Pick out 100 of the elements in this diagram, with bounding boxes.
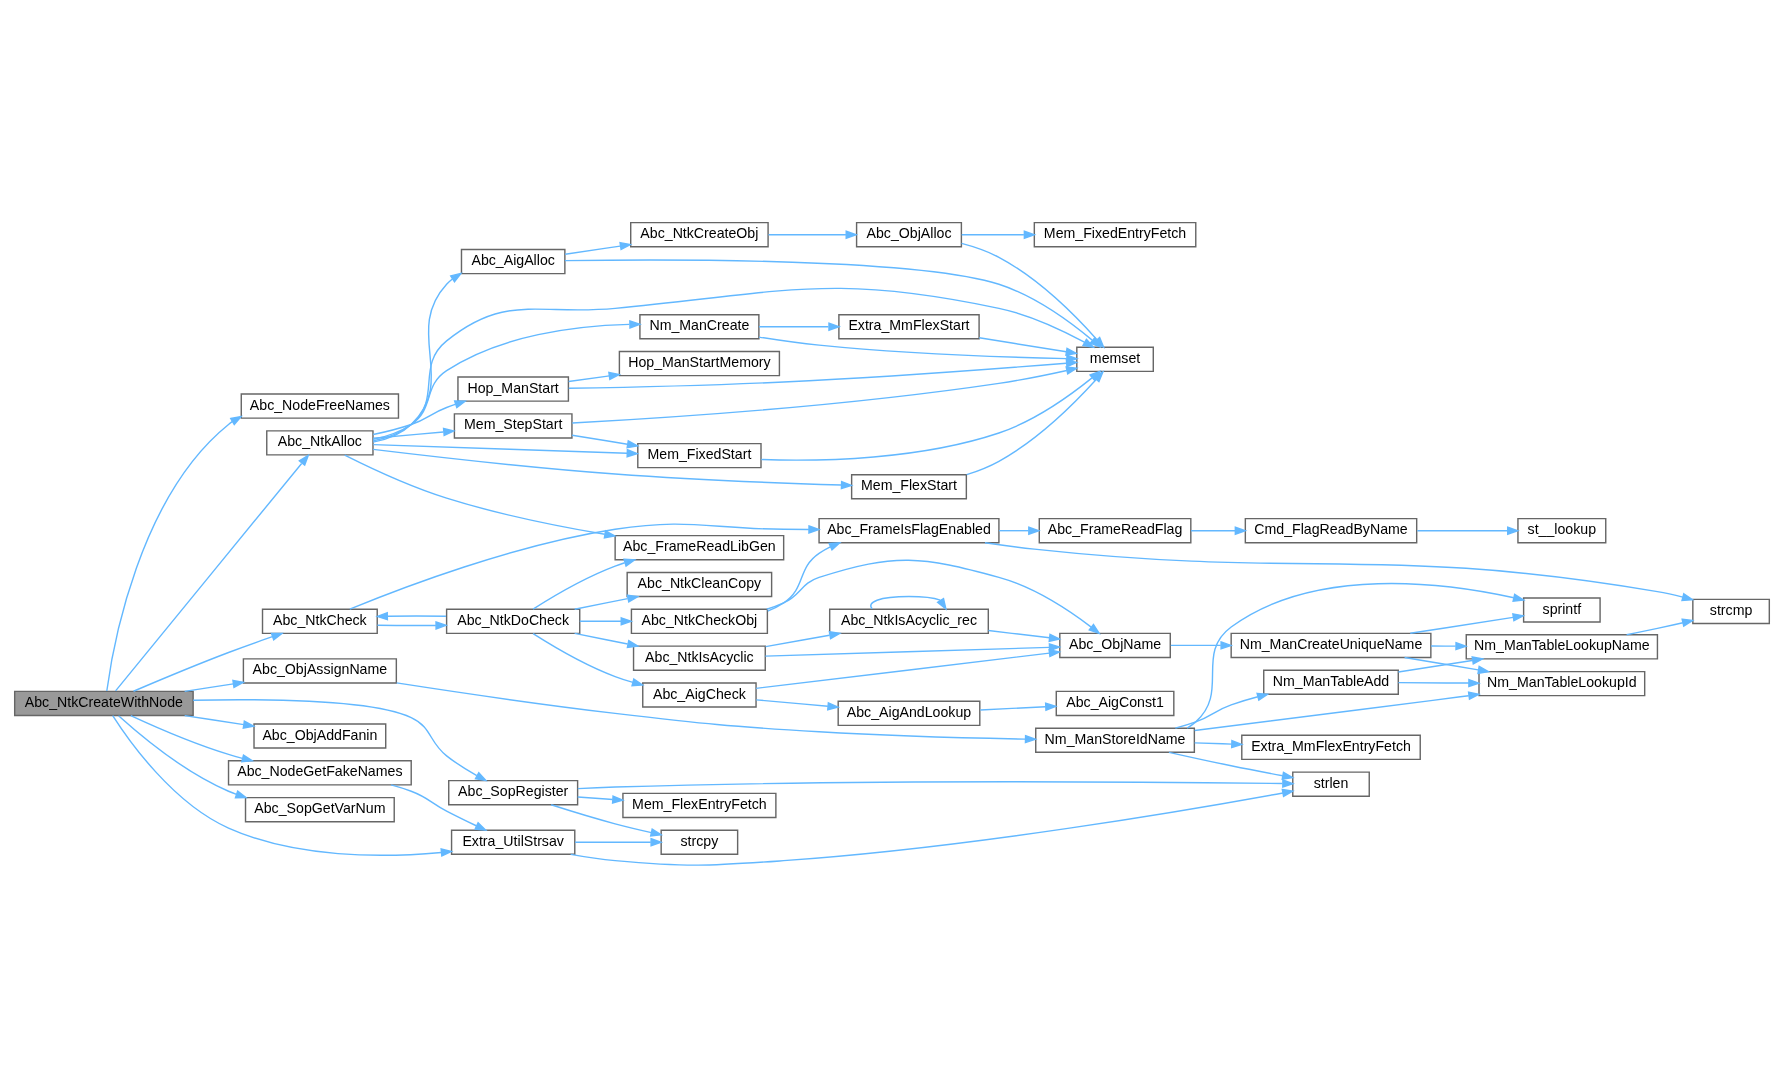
node-box: Mem_FlexStart xyxy=(850,474,968,500)
arrow xyxy=(550,804,664,837)
arrow xyxy=(372,427,456,439)
node-box: Abc_NtkAlloc xyxy=(266,430,374,456)
arrow xyxy=(372,272,463,443)
arrow xyxy=(978,337,1079,357)
arrow xyxy=(372,443,640,458)
node-box: Abc_ObjAssignName xyxy=(242,658,398,684)
arrow xyxy=(1193,739,1244,749)
node-box: Abc_SopRegister xyxy=(448,779,579,806)
arrow xyxy=(1168,751,1295,781)
arrow xyxy=(571,434,640,449)
arrow xyxy=(577,779,1295,790)
node-box: Hop_ManStartMemory xyxy=(618,350,781,377)
arrow xyxy=(574,837,664,847)
arrow xyxy=(132,632,284,692)
arrow xyxy=(1186,582,1526,729)
arrow xyxy=(760,370,1102,461)
arrow xyxy=(567,371,622,383)
arrow xyxy=(979,702,1058,712)
node-box: Abc_NtkCleanCopy xyxy=(626,571,773,598)
node-box: Mem_FlexEntryFetch xyxy=(622,792,777,819)
node-box: Extra_MmFlexStart xyxy=(838,314,980,340)
node-box: strcpy xyxy=(660,829,739,855)
node-box: Extra_UtilStrsav xyxy=(450,829,576,855)
arrow xyxy=(1416,526,1520,536)
node-box: Abc_AigCheck xyxy=(642,682,757,708)
node-box: Nm_ManTableLookupName xyxy=(1465,634,1659,660)
node-box: Abc_FrameReadFlag xyxy=(1038,517,1192,544)
arrow xyxy=(114,453,310,692)
node-box: Cmd_FlagReadByName xyxy=(1244,517,1418,544)
arrow xyxy=(1403,656,1491,675)
node-box: Abc_ObjAddFanin xyxy=(253,723,387,749)
node-box: Abc_SopGetVarNum xyxy=(244,796,395,823)
arrow xyxy=(998,526,1041,536)
arrow xyxy=(1174,692,1270,729)
arrow xyxy=(376,621,449,630)
node-box: memset xyxy=(1076,346,1154,373)
arrow xyxy=(984,542,1695,602)
arrow xyxy=(532,632,645,687)
arrow xyxy=(755,648,1062,690)
arrow xyxy=(568,358,1079,389)
arrow xyxy=(375,611,447,621)
arrow xyxy=(130,714,255,763)
arrow xyxy=(117,715,248,799)
node-box: Nm_ManTableLookupId xyxy=(1478,670,1646,697)
arrow xyxy=(112,714,454,857)
node-box: Abc_FrameIsFlagEnabled xyxy=(818,517,1000,544)
arrow xyxy=(870,595,948,611)
arrow xyxy=(573,594,640,610)
node-box: Abc_NtkIsAcyclic_rec xyxy=(829,608,989,635)
arrow xyxy=(755,699,841,711)
node-box: Abc_NtkCheck xyxy=(261,608,378,635)
arrow xyxy=(1625,618,1695,636)
node-box: Mem_StepStart xyxy=(453,413,573,439)
arrow xyxy=(106,415,243,692)
arrow xyxy=(758,322,842,332)
arrow xyxy=(767,230,859,240)
node-box: Mem_FixedStart xyxy=(637,442,762,469)
node-box: Hop_ManStart xyxy=(457,376,570,402)
node-box: Abc_NtkDoCheck xyxy=(445,608,581,635)
arrow xyxy=(183,679,246,693)
node-box: Nm_ManCreate xyxy=(639,314,760,340)
arrow xyxy=(1193,691,1481,732)
node-box: strcmp xyxy=(1692,598,1771,625)
node-box: Abc_ObjAlloc xyxy=(855,221,963,248)
arrow xyxy=(390,784,488,832)
arrow xyxy=(764,630,842,648)
node-box: Abc_NtkIsAcyclic xyxy=(632,645,766,671)
arrow xyxy=(349,523,822,610)
node-box: Abc_AigAndLookup xyxy=(837,700,981,727)
node-box: Extra_MmFlexEntryFetch xyxy=(1241,734,1421,761)
arrow xyxy=(1397,656,1485,673)
arrow xyxy=(1170,640,1234,650)
node-box: Abc_FrameReadLibGen xyxy=(614,534,785,561)
arrow xyxy=(961,230,1037,240)
node-box: Abc_AigAlloc xyxy=(460,248,566,275)
node-box: Abc_NtkCreateObj xyxy=(630,221,769,248)
arrow xyxy=(577,795,625,804)
arrow xyxy=(579,616,634,626)
arrow xyxy=(1430,641,1469,651)
arrow xyxy=(372,400,468,436)
node-box: strlen xyxy=(1292,771,1370,797)
arrow xyxy=(372,448,854,490)
arrow xyxy=(767,541,842,612)
arrow xyxy=(1190,526,1248,536)
node-box: Nm_ManTableAdd xyxy=(1263,669,1399,695)
arrow xyxy=(764,642,1062,657)
node-box: sprintf xyxy=(1522,597,1601,623)
node-box: Abc_NodeFreeNames xyxy=(240,393,400,419)
arrow xyxy=(564,241,633,255)
node-box: st__lookup xyxy=(1517,517,1607,544)
node-box: Abc_NodeGetFakeNames xyxy=(227,760,412,786)
arrow xyxy=(532,558,637,610)
arrow xyxy=(183,714,256,729)
arrow xyxy=(571,366,1079,424)
node-box: Abc_AigConst1 xyxy=(1055,690,1175,717)
node-box: Nm_ManCreateUniqueName xyxy=(1230,632,1432,659)
node-box: Abc_NtkCheckObj xyxy=(630,608,769,635)
node-box: Abc_ObjName xyxy=(1059,632,1171,659)
